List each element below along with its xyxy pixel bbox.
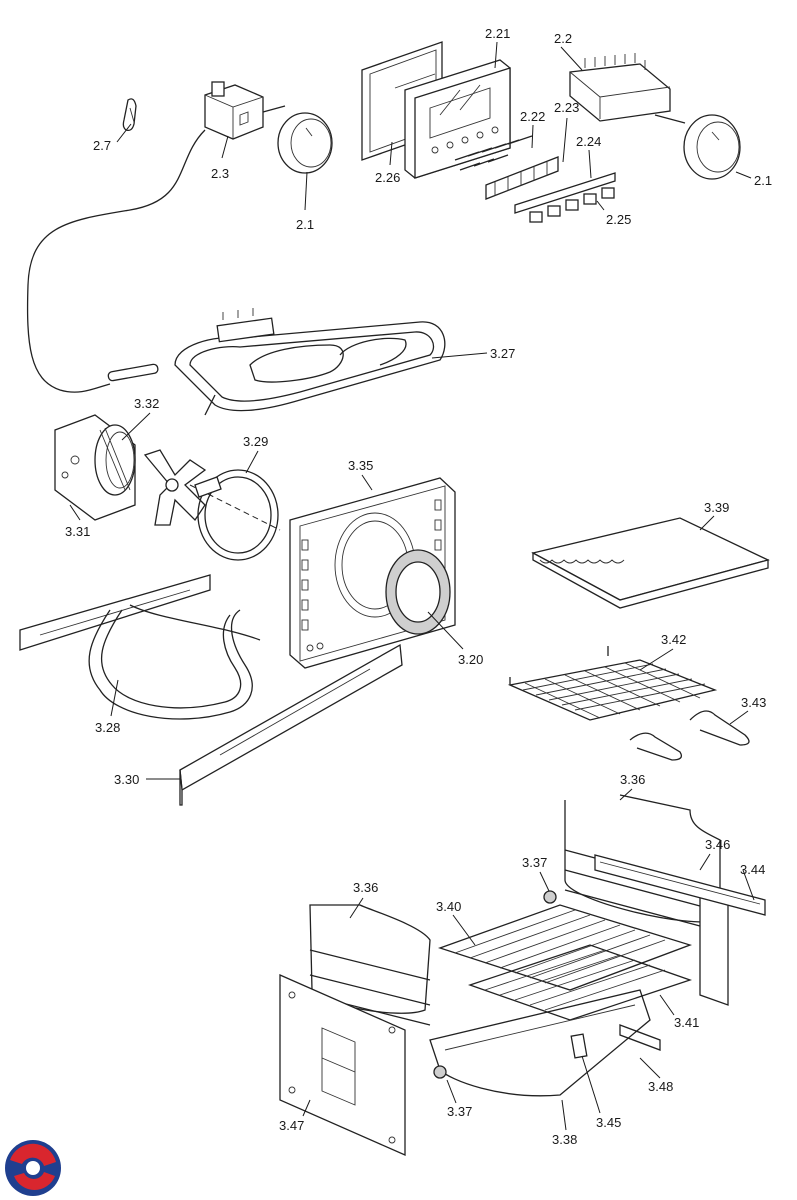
part-3-42-wire-shelf — [507, 646, 718, 721]
part-3-30-bracket — [179, 643, 403, 806]
label-2-23: 2.23 — [554, 100, 579, 115]
label-3-35: 3.35 — [348, 458, 373, 473]
label-3-46: 3.46 — [705, 837, 730, 852]
part-3-40-wire-shelf — [437, 904, 693, 991]
leader-lines — [69, 41, 755, 1131]
label-2-25: 2.25 — [606, 212, 631, 227]
label-3-40: 3.40 — [436, 899, 461, 914]
label-3-41: 3.41 — [674, 1015, 699, 1030]
part-2-24-switch-strip — [514, 172, 616, 214]
part-3-37-screw-top — [543, 890, 557, 904]
label-3-44: 3.44 — [740, 862, 765, 877]
label-3-43: 3.43 — [741, 695, 766, 710]
label-3-20: 3.20 — [458, 652, 483, 667]
label-2-22: 2.22 — [520, 109, 545, 124]
label-2-3: 2.3 — [211, 166, 229, 181]
part-3-41-wire-shelf — [467, 944, 693, 1021]
part-3-43-shelf-clips — [629, 710, 750, 761]
label-3-30: 3.30 — [114, 772, 139, 787]
part-3-37-screw-bottom — [433, 1065, 447, 1079]
part-3-38-bottom-tray — [429, 989, 651, 1097]
part-2-25-switch-clips — [529, 187, 615, 223]
capillary-bulb — [107, 363, 159, 382]
part-2-23-button-bracket — [485, 156, 559, 200]
part-2-1-knob-right — [683, 114, 741, 180]
label-3-42: 3.42 — [661, 632, 686, 647]
label-3-36-top: 3.36 — [620, 772, 645, 787]
label-2-21: 2.21 — [485, 26, 510, 41]
part-2-22-buttons — [454, 135, 533, 171]
thermostat-capillary-line — [26, 129, 206, 393]
part-2-2-selector-switch — [569, 53, 686, 124]
part-3-28-bottom-element — [19, 574, 261, 720]
label-3-36-bottom: 3.36 — [353, 880, 378, 895]
part-3-20-fan-cover — [385, 549, 451, 635]
label-2-7: 2.7 — [93, 138, 111, 153]
part-3-32-fan-plate — [94, 424, 136, 496]
part-3-29-circular-element — [194, 469, 279, 561]
label-2-1-right: 2.1 — [754, 173, 772, 188]
label-3-31: 3.31 — [65, 524, 90, 539]
part-3-48-rail-guard — [619, 1024, 661, 1051]
label-3-47: 3.47 — [279, 1118, 304, 1133]
label-3-38: 3.38 — [552, 1132, 577, 1147]
part-labels: 2.7 2.3 2.1 2.26 2.21 2.22 2.23 2.24 2.2… — [65, 26, 772, 1147]
label-3-39: 3.39 — [704, 500, 729, 515]
label-2-1-left: 2.1 — [296, 217, 314, 232]
fan-blade — [143, 449, 207, 526]
label-3-37-bottom: 3.37 — [447, 1104, 472, 1119]
part-3-27-grill-element — [174, 308, 446, 416]
part-3-39-baking-tray — [531, 517, 770, 609]
part-3-44-telescopic-rail — [594, 854, 766, 916]
label-3-27: 3.27 — [490, 346, 515, 361]
label-3-37-top: 3.37 — [522, 855, 547, 870]
part-3-36-side-rack-right — [564, 794, 729, 1006]
label-3-32: 3.32 — [134, 396, 159, 411]
part-3-45-slider — [570, 1033, 588, 1059]
label-3-29: 3.29 — [243, 434, 268, 449]
label-3-45: 3.45 — [596, 1115, 621, 1130]
part-3-47-side-panel — [279, 974, 406, 1156]
label-3-28: 3.28 — [95, 720, 120, 735]
label-2-2: 2.2 — [554, 31, 572, 46]
brand-logo-icon — [5, 1140, 61, 1196]
label-3-48: 3.48 — [648, 1079, 673, 1094]
fan-axis-dash — [189, 484, 281, 531]
label-2-26: 2.26 — [375, 170, 400, 185]
part-2-3-thermostat — [204, 81, 286, 140]
part-2-1-knob-left — [277, 112, 333, 174]
part-2-7-clip — [122, 98, 137, 132]
label-2-24: 2.24 — [576, 134, 601, 149]
